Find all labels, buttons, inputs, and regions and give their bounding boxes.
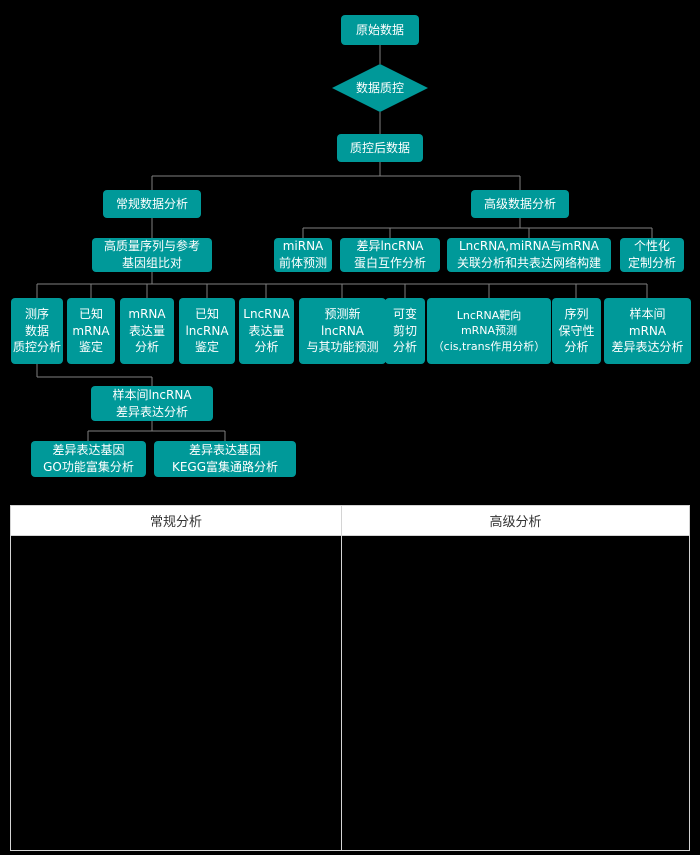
node-kegg-enrichment: 差异表达基因 KEGG富集通路分析 (154, 441, 296, 477)
node-lncrna-target-prediction: LncRNA靶向 mRNA预测 （cis,trans作用分析） (427, 298, 551, 364)
node-novel-lncrna-prediction: 预测新 lncRNA 与其功能预测 (299, 298, 386, 364)
node-lncrna-expression: LncRNA 表达量 分析 (239, 298, 294, 364)
node-alternative-splicing: 可变 剪切 分析 (385, 298, 425, 364)
node-advanced-data-analysis: 高级数据分析 (471, 190, 569, 218)
node-known-lncrna-identification: 已知 lncRNA 鉴定 (179, 298, 235, 364)
node-coexpression-network: LncRNA,miRNA与mRNA 关联分析和共表达网络构建 (447, 238, 611, 272)
table-header-regular: 常规分析 (149, 515, 202, 530)
node-raw-data: 原始数据 (341, 15, 419, 45)
node-seq-data-qc: 测序 数据 质控分析 (11, 298, 63, 364)
node-genome-alignment: 高质量序列与参考 基因组比对 (92, 238, 212, 272)
node-custom-analysis: 个性化 定制分析 (620, 238, 684, 272)
node-go-enrichment: 差异表达基因 GO功能富集分析 (31, 441, 146, 477)
node-post-qc-data: 质控后数据 (337, 134, 423, 162)
table-cell-advanced-column (341, 536, 689, 850)
node-mirna-precursor-prediction: miRNA 前体预测 (274, 238, 332, 272)
connector-path (36, 45, 653, 441)
node-lncrna-diff-expression: 样本间lncRNA 差异表达分析 (91, 386, 213, 421)
table-header-advanced: 高级分析 (341, 506, 689, 535)
table-cell-regular-column (11, 536, 341, 850)
node-sequence-conservation: 序列 保守性 分析 (552, 298, 601, 364)
analysis-summary-table: 常规分析 高级分析 (10, 505, 690, 851)
node-diff-lncrna-protein-interaction: 差异lncRNA 蛋白互作分析 (340, 238, 440, 272)
table-body (11, 536, 689, 850)
table-header-row: 常规分析 高级分析 (11, 506, 689, 536)
node-regular-data-analysis: 常规数据分析 (103, 190, 201, 218)
node-mrna-diff-expression: 样本间 mRNA 差异表达分析 (604, 298, 691, 364)
node-known-mrna-identification: 已知 mRNA 鉴定 (67, 298, 115, 364)
node-mrna-expression: mRNA 表达量 分析 (120, 298, 174, 364)
